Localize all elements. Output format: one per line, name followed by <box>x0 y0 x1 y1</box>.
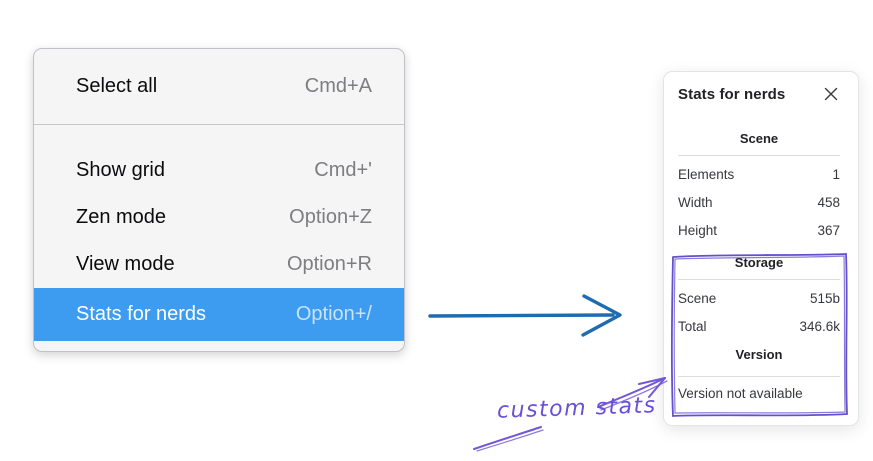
stat-label: Scene <box>678 290 717 306</box>
stat-value: 1 <box>832 166 840 182</box>
stat-label: Total <box>678 318 707 334</box>
stats-panel-title: Stats for nerds <box>678 85 786 103</box>
menu-item-shortcut: Cmd+' <box>314 159 372 181</box>
storage-rows: Scene 515b Total 346.6k <box>678 284 840 340</box>
section-heading-storage: Storage <box>734 255 784 270</box>
menu-item-shortcut: Option+R <box>286 253 372 275</box>
stat-row-height: Height 367 <box>678 216 840 244</box>
menu-item-stats-for-nerds[interactable]: Stats for nerds Option+/ <box>34 288 404 341</box>
stats-panel-header: Stats for nerds <box>678 84 840 104</box>
stat-label: Elements <box>678 166 735 182</box>
section-rule <box>678 155 840 156</box>
stat-row-width: Width 458 <box>678 188 840 216</box>
annotation-underline-stroke <box>473 426 544 452</box>
stat-value: 458 <box>817 194 840 210</box>
menu-item-shortcut: Option+Z <box>289 206 372 228</box>
menu-item-label: View mode <box>76 253 175 275</box>
menu-group-top: Select all Cmd+A <box>34 49 404 124</box>
menu-item-zen-mode[interactable]: Zen mode Option+Z <box>34 194 404 241</box>
scene-rows: Elements 1 Width 458 Height 367 <box>678 160 840 244</box>
close-icon[interactable] <box>822 85 840 103</box>
stat-row-scene-size: Scene 515b <box>678 284 840 312</box>
version-note: Version not available <box>678 386 803 401</box>
menu-item-select-all[interactable]: Select all Cmd+A <box>34 63 404 110</box>
stat-row-elements: Elements 1 <box>678 160 840 188</box>
annotation-custom-stats: custom stats <box>496 393 658 424</box>
menu-item-label: Show grid <box>76 159 165 181</box>
menu-item-view-mode[interactable]: View mode Option+R <box>34 241 404 288</box>
annotation-arrow <box>597 377 668 411</box>
stat-value: 515b <box>809 290 840 306</box>
stat-value: 346.6k <box>799 318 840 334</box>
context-menu: Select all Cmd+A Show grid Cmd+' Zen mod… <box>33 48 405 352</box>
menu-item-label: Select all <box>76 75 158 97</box>
menu-item-shortcut: Cmd+A <box>304 75 372 97</box>
menu-item-label: Stats for nerds <box>76 303 207 325</box>
stat-value: 367 <box>817 222 840 238</box>
menu-group-bottom: Show grid Cmd+' Zen mode Option+Z View m… <box>34 125 404 341</box>
stat-label: Height <box>678 222 718 238</box>
menu-to-panel-arrow <box>428 294 622 337</box>
section-rule <box>678 376 840 377</box>
section-heading-scene: Scene <box>739 131 779 146</box>
section-heading-version: Version <box>735 347 783 362</box>
menu-item-show-grid[interactable]: Show grid Cmd+' <box>34 147 404 194</box>
stats-panel: Stats for nerds Scene Elements 1 Width 4… <box>663 71 859 426</box>
stat-row-total-size: Total 346.6k <box>678 312 840 340</box>
menu-divider <box>34 124 404 125</box>
menu-item-shortcut: Option+/ <box>295 303 372 325</box>
stat-label: Width <box>678 194 713 210</box>
menu-item-label: Zen mode <box>76 206 167 228</box>
section-rule <box>678 279 840 280</box>
